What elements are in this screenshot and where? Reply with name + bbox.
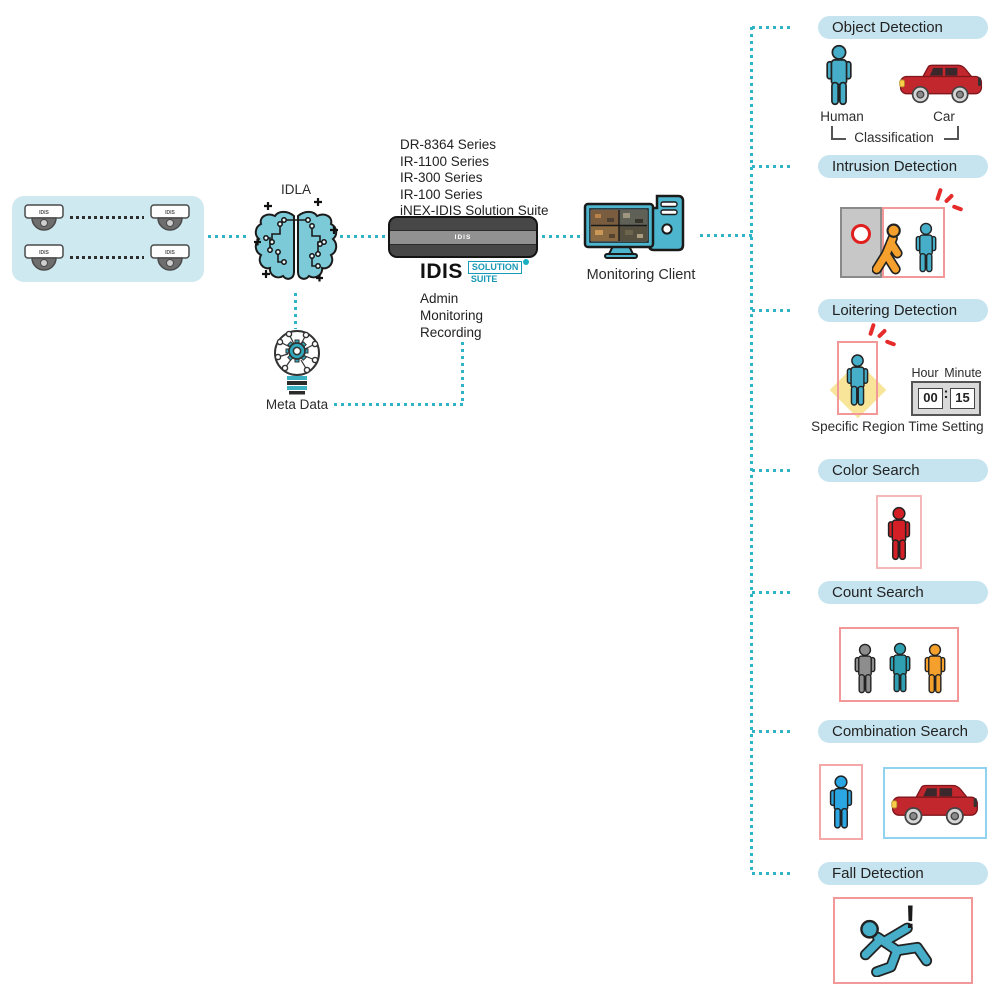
metadata-label: Meta Data	[265, 397, 329, 412]
section-header-color-search: Color Search	[818, 459, 988, 482]
branch-combination-search	[752, 730, 792, 733]
section-header-fall-detection: Fall Detection	[818, 862, 988, 885]
idis-logo-dot	[523, 259, 529, 265]
dome-camera-icon: IDIS	[22, 244, 66, 274]
svg-text:IDIS: IDIS	[39, 250, 49, 256]
intrusion-person-icon	[912, 218, 940, 277]
no-entry-icon	[851, 224, 871, 244]
specific-region-label: Specific Region	[811, 419, 905, 434]
idla-label: IDLA	[280, 182, 311, 197]
classification-bracket-left	[831, 126, 846, 140]
monitoring-client-label: Monitoring Client	[586, 267, 696, 283]
connector-recorder-client	[542, 235, 582, 238]
recorder-functions: Admin Monitoring Recording	[420, 290, 483, 341]
count-person-orange-icon	[921, 639, 949, 698]
connector-metadata-vertical	[461, 342, 464, 404]
idis-logo-solution: SOLUTION	[467, 261, 523, 274]
hour-value: 00	[918, 388, 943, 409]
minute-value: 15	[950, 388, 975, 409]
car-icon	[898, 60, 984, 105]
connector-client-trunk	[700, 234, 752, 237]
recorder-faceplate: IDIS	[390, 230, 536, 245]
human-icon	[822, 44, 856, 106]
classification-bracket-right	[944, 126, 959, 140]
camera-row-connector	[70, 256, 144, 259]
function-line: Recording	[420, 325, 482, 340]
svg-text:IDIS: IDIS	[39, 210, 49, 216]
section-header-combination-search: Combination Search	[818, 720, 988, 743]
branch-loitering-detection	[752, 309, 792, 312]
human-label: Human	[820, 109, 864, 124]
connector-metadata-horizontal	[334, 403, 464, 406]
fallen-person-icon	[850, 916, 942, 977]
combination-person-box	[819, 764, 863, 840]
camera-row-connector	[70, 216, 144, 219]
fall-exclamation: !	[905, 899, 916, 935]
section-header-object-detection: Object Detection	[818, 16, 988, 39]
color-search-box	[876, 495, 922, 569]
function-line: Monitoring	[420, 308, 484, 323]
alert-marks-icon	[868, 322, 897, 349]
loitering-region-box	[837, 341, 878, 415]
combination-person-icon	[826, 771, 856, 833]
idis-logo: IDIS SOLUTION SUITE	[420, 259, 529, 285]
product-line: IR-100 Series	[400, 186, 483, 202]
product-line: IR-300 Series	[400, 170, 483, 185]
product-line: IR-1100 Series	[400, 153, 490, 169]
clock-colon: :	[943, 385, 949, 402]
svg-text:IDIS: IDIS	[165, 250, 175, 256]
count-person-teal-icon	[886, 637, 914, 698]
branch-color-search	[752, 469, 792, 472]
color-search-person-icon	[884, 503, 914, 564]
sparkle-icons	[254, 198, 338, 282]
fall-detection-box	[833, 897, 973, 984]
product-list: DR-8364 Series IR-1100 Series IR-300 Ser…	[400, 137, 549, 220]
hour-label: Hour	[911, 366, 939, 380]
section-header-intrusion-detection: Intrusion Detection	[818, 155, 988, 178]
product-line: iNEX-IDIS Solution Suite	[400, 203, 549, 218]
intruder-walking-icon	[872, 222, 904, 277]
product-line: DR-8364 Series	[400, 137, 497, 152]
function-line: Admin	[420, 291, 459, 306]
idis-logo-brand: IDIS	[420, 260, 463, 283]
recorder-device: IDIS	[388, 216, 538, 258]
idis-logo-suite: SUITE	[470, 274, 498, 284]
section-header-count-search: Count Search	[818, 581, 988, 604]
combination-car-icon	[890, 780, 980, 827]
time-setting-clock: 00 : 15	[911, 381, 981, 416]
feature-trunk-line	[750, 27, 753, 874]
camera-group-box: IDIS IDIS IDIS IDIS	[12, 196, 204, 282]
branch-object-detection	[752, 26, 792, 29]
monitoring-client-icon	[583, 194, 687, 260]
car-label: Car	[933, 109, 955, 124]
dome-camera-icon: IDIS	[148, 204, 192, 234]
gear-icon	[285, 339, 309, 363]
connector-cameras-idla	[208, 235, 250, 238]
connector-idla-recorder	[340, 235, 386, 238]
branch-fall-detection	[752, 872, 792, 875]
idla-brain-icon	[254, 198, 338, 290]
loitering-person-icon	[843, 349, 872, 411]
section-header-loitering-detection: Loitering Detection	[818, 299, 988, 322]
metadata-icon	[268, 327, 326, 397]
connector-idla-metadata	[294, 293, 297, 329]
dome-camera-icon: IDIS	[148, 244, 192, 274]
branch-count-search	[752, 591, 792, 594]
count-person-gray-icon	[851, 639, 879, 698]
time-setting-label: Time Setting	[908, 419, 984, 434]
dome-camera-icon: IDIS	[22, 204, 66, 234]
minute-label: Minute	[944, 366, 982, 380]
alert-marks-icon	[935, 187, 964, 214]
classification-label: Classification	[854, 130, 934, 145]
svg-text:IDIS: IDIS	[165, 210, 175, 216]
branch-intrusion-detection	[752, 165, 792, 168]
